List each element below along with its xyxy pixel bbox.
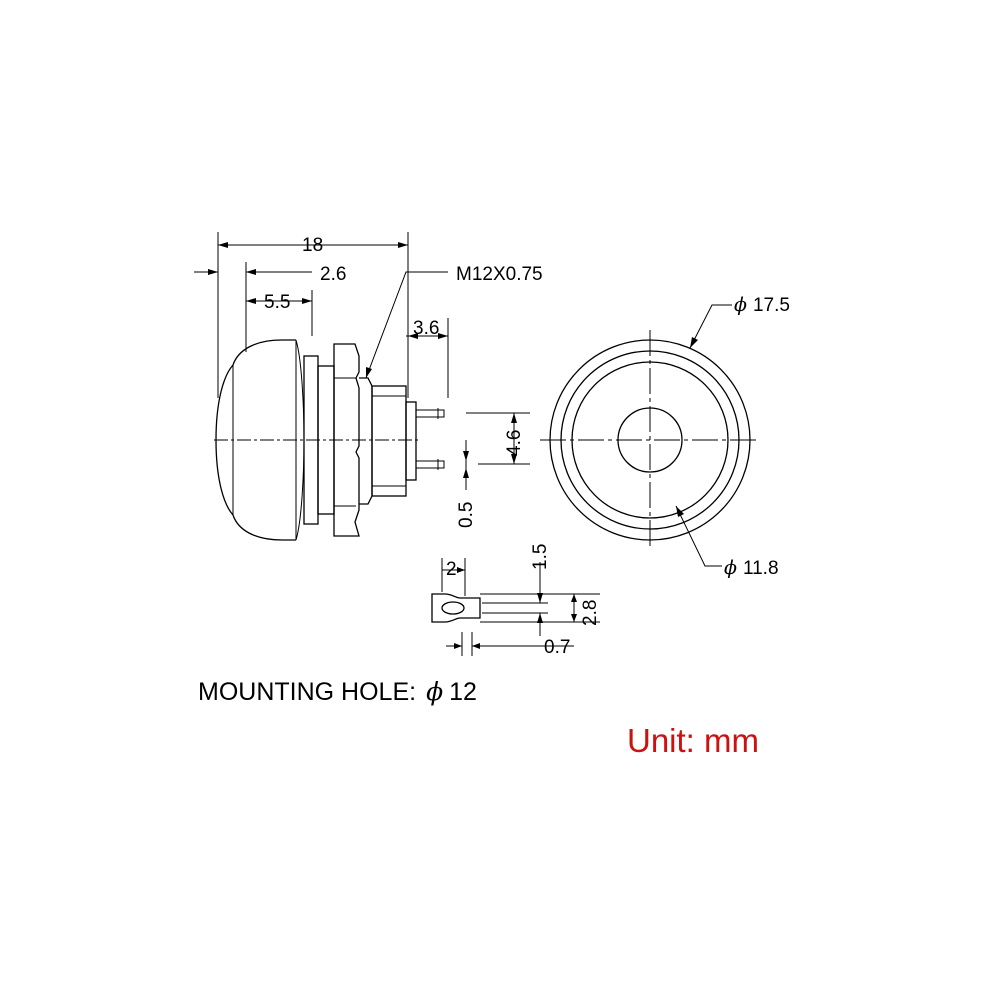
arrow	[690, 337, 698, 348]
front-view: ϕ 17.5 ϕ 11.8	[540, 294, 790, 579]
inner-diameter-leader	[675, 505, 722, 567]
outer-diameter-label: ϕ 17.5	[734, 294, 790, 316]
dim-cap-depth: 5.5	[264, 292, 290, 313]
arrow	[571, 594, 577, 602]
arrow	[246, 298, 256, 304]
arrow	[511, 413, 517, 423]
arrow	[537, 593, 543, 603]
inner-diameter-label: ϕ 11.8	[724, 557, 779, 579]
arrow	[218, 242, 228, 248]
base	[405, 401, 417, 481]
arrow	[438, 333, 448, 339]
arrow	[246, 269, 256, 275]
arrow	[676, 506, 684, 517]
dim-hole-width: 1.5	[530, 544, 551, 570]
arrow	[571, 614, 577, 622]
hex-nut	[333, 343, 360, 537]
arrow	[366, 367, 372, 378]
inner-diameter-value: 11.8	[743, 558, 779, 579]
dim-hole-height: 0.7	[544, 637, 570, 658]
dim-tab-height: 2.8	[580, 600, 601, 626]
terminal-top	[415, 409, 445, 418]
arrow	[408, 333, 418, 339]
phi-symbol: ϕ	[734, 294, 747, 316]
terminal-tab	[431, 593, 481, 623]
mounting-hole-label: MOUNTING HOLE:	[198, 678, 416, 706]
housing	[371, 385, 407, 497]
thread-spec: M12X0.75	[456, 264, 543, 285]
arrow	[208, 269, 218, 275]
arrow	[511, 454, 517, 464]
phi-symbol: ϕ	[426, 677, 443, 706]
dim-terminal-spacing: 4.6	[504, 430, 525, 456]
dim-terminal-length: 3.6	[413, 318, 439, 339]
terminal-tab-hole	[441, 601, 465, 615]
arrow	[537, 613, 543, 623]
unit-note: Unit: mm	[627, 722, 759, 759]
dim-tab-width: 2	[446, 559, 457, 580]
outer-diameter-leader	[689, 304, 732, 349]
threaded-body	[359, 377, 373, 505]
outer-diameter-value: 17.5	[753, 295, 790, 316]
thread-leader	[365, 271, 448, 379]
side-view: 18 2.6 5.5 M12X0.75 3.6 4.6	[194, 232, 543, 541]
arrow	[463, 468, 469, 478]
dim-cap-offset: 2.6	[320, 264, 346, 285]
terminal-bottom	[415, 460, 445, 469]
dim-terminal-thickness: 0.5	[456, 502, 477, 528]
arrow	[454, 643, 462, 649]
mounting-hole-value: 12	[449, 678, 477, 706]
phi-symbol: ϕ	[724, 557, 737, 579]
arrow	[398, 242, 408, 248]
arrow	[472, 643, 480, 649]
arrow	[302, 298, 312, 304]
arrow	[457, 567, 465, 573]
arrow	[463, 451, 469, 461]
dim-overall-length: 18	[302, 235, 323, 256]
terminal-detail: 2 1.5 2.8 0.7	[431, 544, 601, 658]
